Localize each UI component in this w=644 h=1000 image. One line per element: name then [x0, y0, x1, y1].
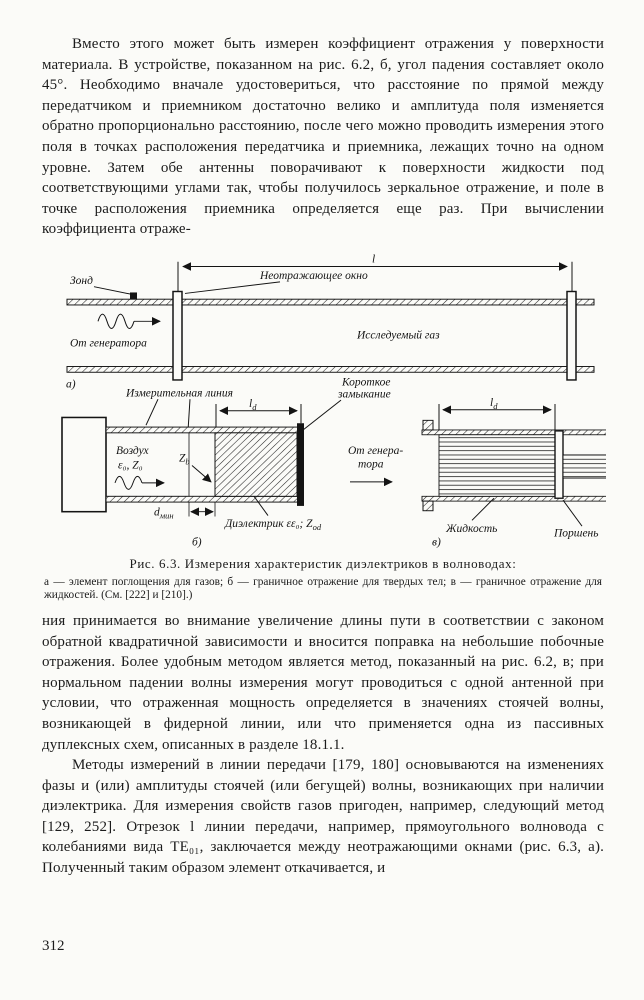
wave-squiggle-b [114, 475, 143, 490]
label-short-circuit-1: Короткое [341, 377, 391, 389]
flange-top [422, 419, 434, 431]
dim-ld-v-label: ld [490, 397, 498, 411]
waveguide-v-top-wall [421, 429, 606, 436]
liquid-pointer [471, 497, 495, 521]
window-pointer [184, 281, 281, 294]
label-liquid: Жидкость [445, 523, 497, 535]
label-air: Воздух [116, 445, 149, 457]
window-right [566, 290, 577, 381]
diagram-a: l Зонд Неотражающее окно [66, 254, 595, 391]
wave-squiggle-a [97, 313, 135, 329]
zb-pointer [191, 465, 212, 483]
label-zb: Zb [179, 453, 190, 467]
figure-caption-title: Рис. 6.3. Измерения характеристик диэлек… [129, 555, 517, 571]
label-air-params: ε₀, Z₀ [118, 460, 143, 472]
label-window: Неотражающее окно [259, 270, 368, 282]
label-measuring-line: Измерительная линия [125, 387, 233, 399]
measuring-line-pointer-2 [187, 399, 191, 431]
figure-caption: Рис. 6.3. Измерения характеристик диэлек… [42, 556, 604, 603]
label-from-generator-v1: От генера- [348, 445, 403, 457]
figure-caption-body: а — элемент поглощения для газов; б — гр… [44, 575, 602, 602]
paragraph-top: Вместо этого может быть измерен коэффици… [42, 36, 604, 238]
diagram-b: Измерительная линия Короткое замыкание l… [61, 377, 391, 548]
flange-bottom [422, 500, 434, 512]
waveguide-b-bottom-wall [105, 495, 303, 503]
label-from-generator-v2: тора [358, 459, 384, 471]
label-part-b: б) [192, 536, 202, 548]
waveguide-a-bottom-wall [66, 365, 595, 373]
label-part-a: а) [66, 379, 76, 391]
figure-6-3: l Зонд Неотражающее окно [42, 254, 606, 603]
paragraph-bottom: Методы измерений в линии передачи [179, … [42, 757, 604, 877]
dim-ld-b-label: ld [249, 398, 257, 412]
label-short-circuit-2: замыкание [337, 388, 391, 400]
dim-l-label: l [372, 254, 375, 266]
waveguide-v-bottom-wall [421, 495, 606, 502]
page-number: 312 [42, 938, 65, 954]
waveguide-b-top-wall [105, 426, 303, 434]
liquid-region [438, 434, 556, 497]
figure-diagram: l Зонд Неотражающее окно [61, 254, 606, 548]
launcher-block [61, 416, 107, 513]
label-dielectric: Диэлектрик εε₀; Zod [224, 518, 322, 532]
measuring-line-pointer-1 [145, 398, 159, 426]
piston-rod [562, 454, 606, 479]
dielectric-pointer [253, 495, 269, 516]
probe-stub [130, 292, 137, 300]
short-circuit-pointer [302, 399, 342, 431]
label-from-generator-a: От генератора [70, 337, 147, 349]
waveguide-a-top-wall [66, 298, 595, 306]
dim-dmin-label: dмин [154, 507, 174, 521]
dielectric-slab [214, 432, 298, 497]
label-part-v: в) [432, 536, 441, 548]
window-left [172, 290, 183, 381]
piston-plate [554, 430, 564, 499]
short-circuit-wall [297, 423, 304, 506]
piston-pointer [562, 499, 583, 527]
paragraph-middle: ния принимается во внимание увеличение д… [42, 612, 604, 753]
label-gas: Исследуемый газ [356, 330, 440, 342]
diagram-v: ld От генера- тора Жидкость [348, 397, 606, 548]
label-probe: Зонд [70, 275, 93, 287]
label-piston: Поршень [553, 528, 598, 540]
probe-pointer [93, 286, 133, 295]
